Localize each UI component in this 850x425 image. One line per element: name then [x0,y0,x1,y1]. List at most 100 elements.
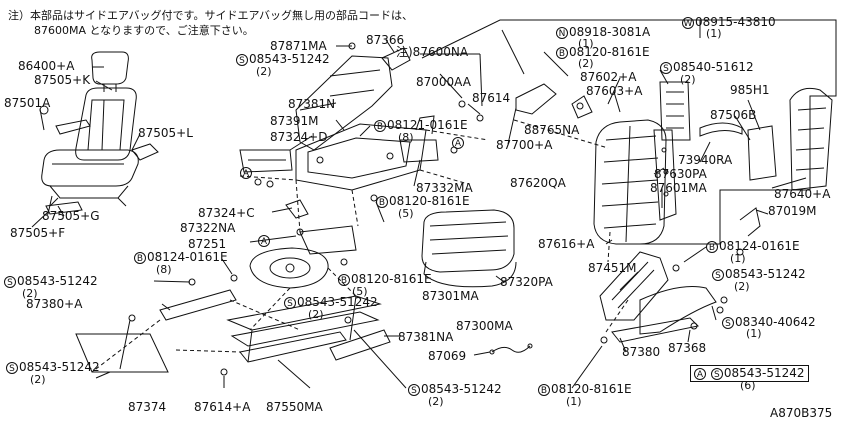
label-87614: 87614 [472,91,511,105]
s-circle-marker: S [660,61,672,74]
s-circle-marker: S [710,367,723,380]
a-circle-marker: A [694,367,706,380]
qty-b-08121: (8) [398,131,414,144]
s-circle-marker: S [6,361,18,374]
note-line-2: 87600MA となりますので、ご注意下さい。 [34,24,254,37]
label-87603-a: 87603+A [586,84,643,98]
qty-s-08540: (2) [680,73,696,86]
s-circle-marker: S [236,53,248,66]
label-88765na: 88765NA [524,123,580,137]
qty-b-08120-a: (5) [398,207,414,220]
label-87505-l: 87505+L [138,126,193,140]
label-87251: 87251 [188,237,227,251]
w-circle-marker: W [682,16,694,29]
label-87550ma: 87550MA [266,400,323,414]
b-circle-marker: B [556,46,568,59]
label-87506b: 87506B [710,108,757,122]
label-87380-a: 87380+A [26,297,83,311]
label-87602-a: 87602+A [580,70,637,84]
label-87381n: 87381N [288,97,336,111]
seat-back-illustration [515,81,833,245]
label-87332ma: 87332MA [416,181,473,195]
s-circle-marker: S [4,275,16,288]
b-circle-marker: B [134,251,146,264]
label-87324-d: 87324+D [270,130,328,144]
qty-s-08543-c: (2) [308,308,324,321]
label-87505-k: 87505+K [34,73,91,87]
label-87368: 87368 [668,341,707,355]
qty-s-08543-a: (2) [256,65,272,78]
recliner-illustration [599,248,744,344]
label-87000aa: 87000AA [416,75,471,89]
seat-assembly-illustration [39,51,159,215]
label-87600na: 注)87600NA [396,45,469,59]
s-circle-marker: S [712,268,724,281]
label-87019m: 87019M [768,204,817,218]
label-87301ma: 87301MA [422,289,479,303]
b-circle-marker: B [374,119,386,132]
a-circle-marker-3: A [258,234,271,247]
qty-b-08120-c: (1) [566,395,582,408]
label-87505-g: 87505+G [42,209,100,223]
label-87614-a: 87614+A [194,400,251,414]
label-87366: 87366 [366,33,405,47]
qty-b-08120-d: (2) [578,57,594,70]
diagram-code: A870B375 [770,406,833,420]
note-line-1: 注）本部品はサイドエアバッグ付です。サイドエアバッグ無し用の部品コードは、 [8,9,414,22]
qty-n-08918: (1) [578,37,594,50]
b-circle-marker: B [538,383,550,396]
qty-s-08543-g: (6) [740,379,756,392]
label-86400-a: 86400+A [18,59,75,73]
label-985h1: 985H1 [730,83,770,97]
label-87601ma: 87601MA [650,181,707,195]
label-87300ma: 87300MA [456,319,513,333]
qty-b-08120-b: (5) [352,285,368,298]
a-circle-marker-1: A [240,166,253,179]
label-87320pa: 87320PA [500,275,553,289]
s-circle-marker: S [408,383,420,396]
label-87501a: 87501A [4,96,51,110]
qty-s-08543-d: (2) [428,395,444,408]
group-outline [421,19,837,245]
qty-s-08543-f: (2) [734,280,750,293]
b-circle-marker: B [338,273,350,286]
label-87505-f: 87505+F [10,226,66,240]
b-circle-marker: B [706,240,718,253]
label-87871ma: 87871MA [270,39,327,53]
label-87069: 87069 [428,349,467,363]
label-87381na: 87381NA [398,330,454,344]
leader-lines [95,20,807,389]
qty-b-08124-a: (8) [156,263,172,276]
a-circle-marker-2: A [452,136,465,149]
label-87324-c: 87324+C [198,206,255,220]
qty-w-08915: (1) [706,27,722,40]
qty-b-08124-b: (1) [730,252,746,265]
label-73940ra: 73940RA [678,153,733,167]
label-87380: 87380 [622,345,661,359]
label-87616-a: 87616+A [538,237,595,251]
label-87620qa: 87620QA [510,176,566,190]
qty-s-08543-e: (2) [30,373,46,386]
s-circle-marker: S [722,316,734,329]
label-87700-a: 87700+A [496,138,553,152]
label-87322na: 87322NA [180,221,236,235]
